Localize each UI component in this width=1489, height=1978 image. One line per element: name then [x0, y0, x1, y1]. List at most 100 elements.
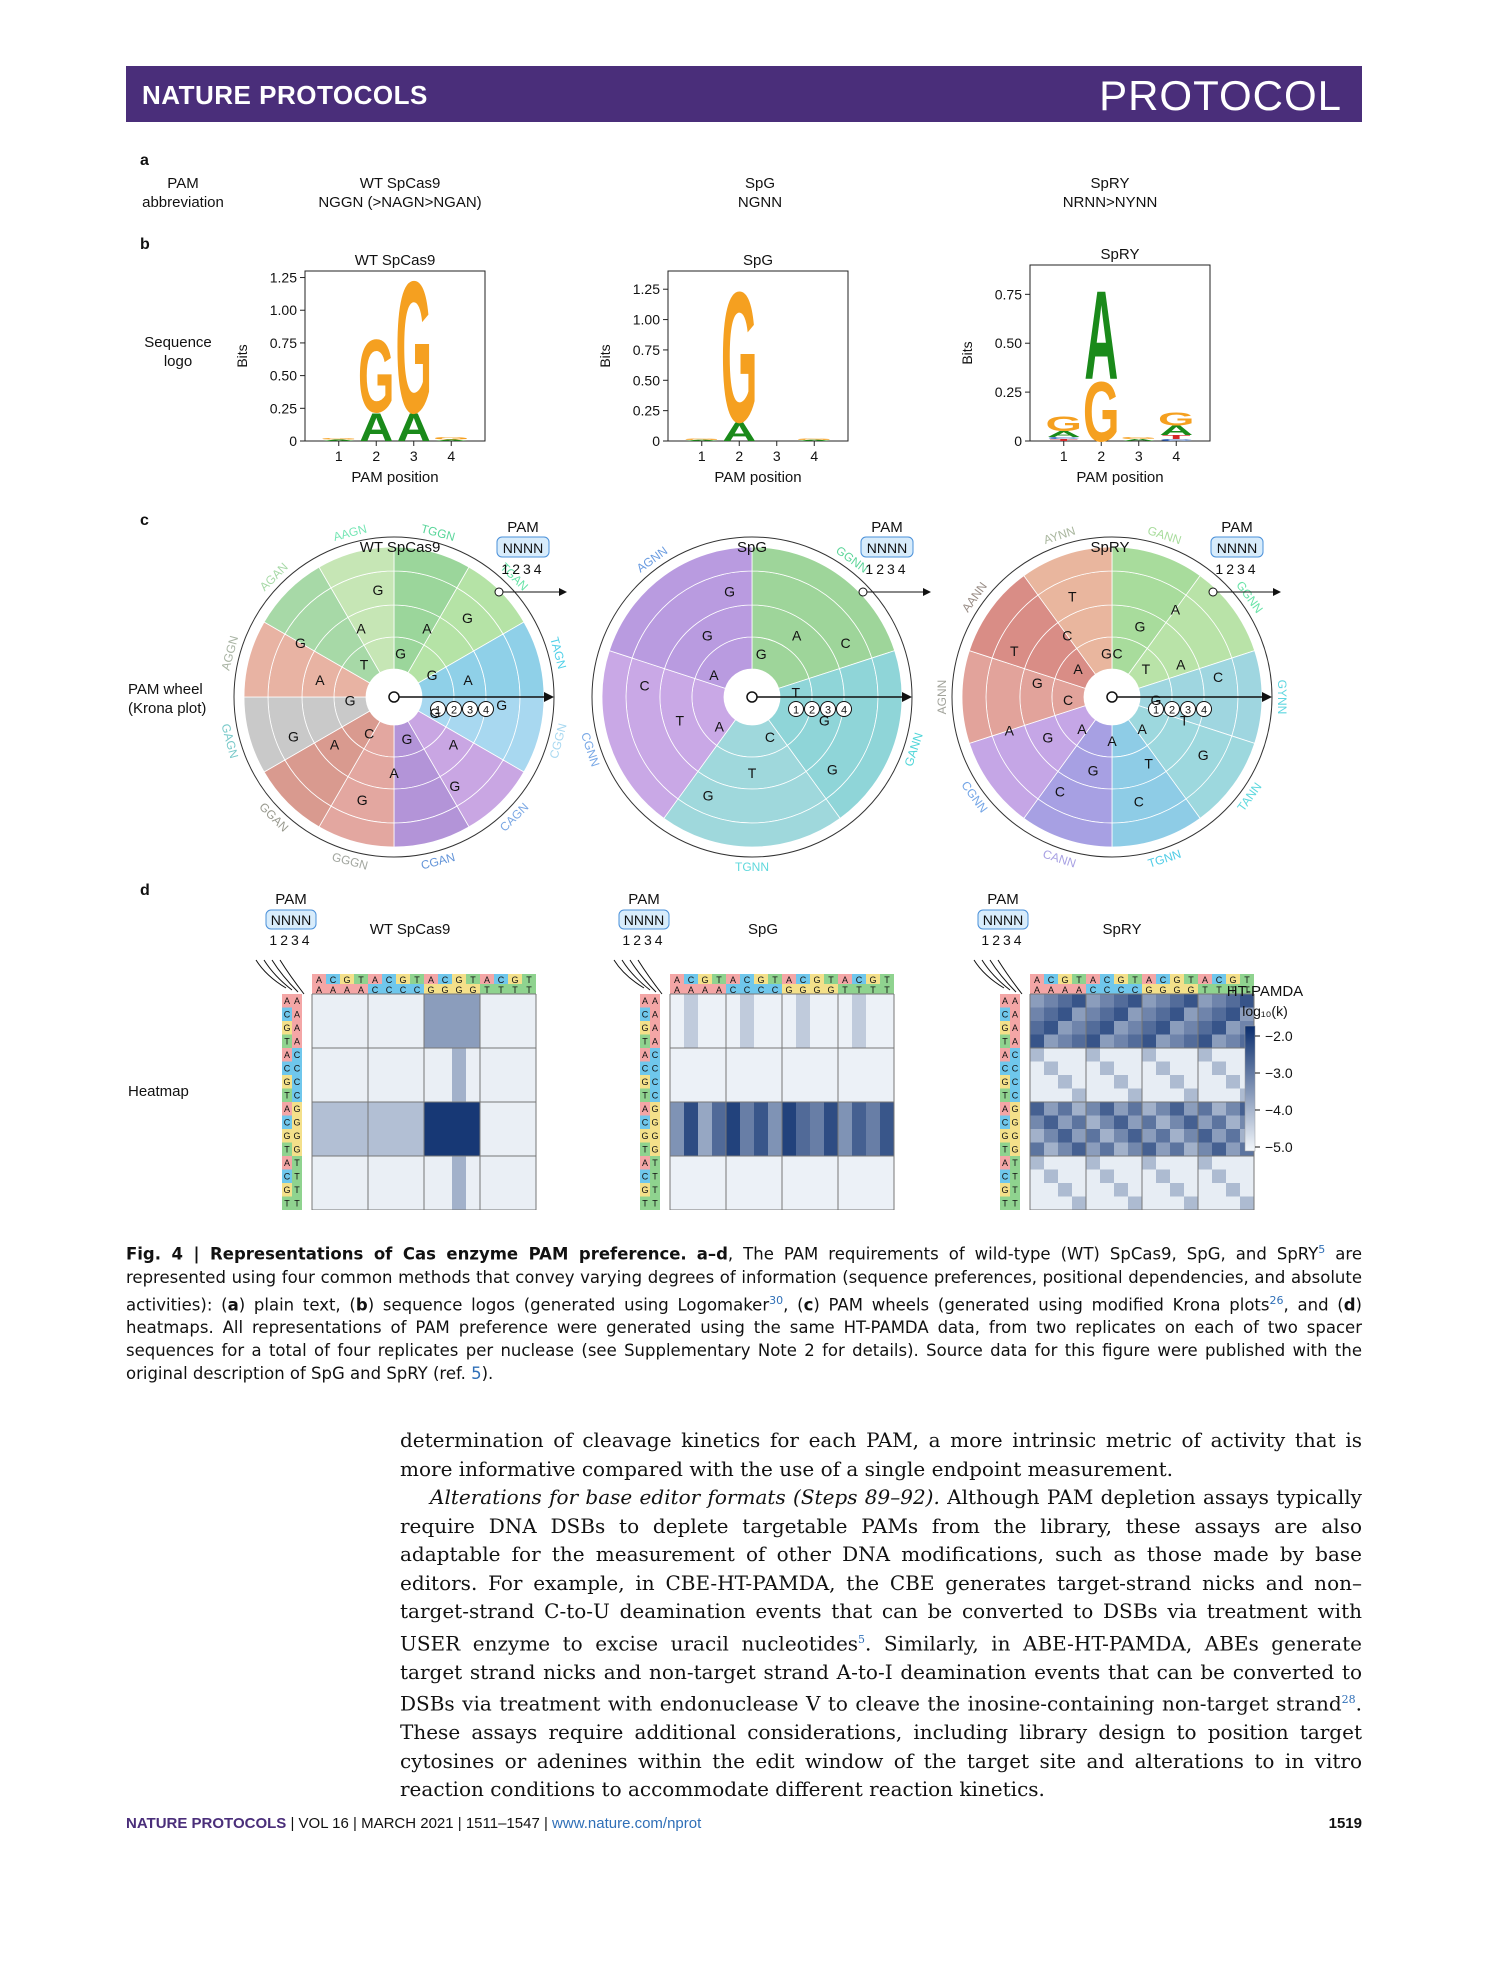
heatmap-cell: [1156, 1129, 1170, 1143]
outer-label: AANN: [959, 580, 990, 615]
heatmap-cell: [452, 1007, 466, 1021]
body-ref[interactable]: 28: [1341, 1693, 1356, 1707]
body-text-span: . These assays require additional consid…: [400, 1691, 1362, 1802]
outer-label: TANN: [1235, 780, 1265, 814]
heatmap-cell: [368, 1075, 382, 1089]
heatmap-cell: [1100, 994, 1114, 1008]
row-header-letter: A: [652, 1010, 658, 1020]
heatmap-cell: [340, 1156, 354, 1170]
row-header-cell: [650, 1129, 660, 1143]
heatmap-cell: [1114, 1156, 1128, 1170]
heatmap-cell: [1100, 1169, 1114, 1183]
col-header-letter: A: [1202, 975, 1208, 985]
outer-label: CGAN: [419, 850, 456, 872]
heatmap-cell: [396, 1115, 410, 1129]
heatmap-cell: [340, 1034, 354, 1048]
caption-ref[interactable]: 5: [1318, 1243, 1326, 1256]
footer-url[interactable]: www.nature.com/nprot: [552, 1815, 702, 1832]
panel-letter-d: d: [140, 882, 150, 899]
heatmap-cell: [1058, 1088, 1072, 1102]
heatmap-cell: [1030, 1034, 1044, 1048]
row-header-cell: [292, 1196, 302, 1210]
col-header-letter: G: [455, 985, 462, 995]
row-header-letter: C: [294, 1091, 301, 1101]
col-header-cell: [698, 974, 712, 984]
col-header-cell: [452, 984, 466, 994]
col-header-letter: C: [1118, 985, 1125, 995]
caption-ref[interactable]: 30: [769, 1293, 784, 1307]
heatmap-cell: [424, 1129, 438, 1143]
heatmap-cell: [466, 1088, 480, 1102]
caption-ref[interactable]: 26: [1269, 1293, 1284, 1307]
wheel-outer-ring: [951, 536, 1273, 858]
heatmap-cell: [466, 1075, 480, 1089]
row-header-cell: [640, 994, 650, 1008]
heatmap-cell: [880, 1021, 894, 1035]
heatmap-cell: [522, 1196, 536, 1210]
y-tick-label: 0.75: [270, 335, 297, 351]
heatmap-cell: [522, 1115, 536, 1129]
heatmap-cell: [438, 1061, 452, 1075]
row-header-cell: [282, 1115, 292, 1129]
heatmap-cell: [382, 1169, 396, 1183]
x-axis-label: PAM position: [351, 469, 438, 486]
heatmap-cell: [354, 1169, 368, 1183]
col-header-letter: A: [674, 985, 680, 995]
heatmap-cell: [340, 1196, 354, 1210]
col-header-letter: T: [526, 975, 532, 985]
ring-position-label: 1: [793, 705, 799, 717]
sector-letter: T: [1010, 643, 1019, 659]
row-header-cell: [1000, 1048, 1010, 1062]
logo-letter: A: [1084, 266, 1118, 406]
heatmap-cell: [424, 1007, 438, 1021]
col-header-letter: C: [400, 985, 407, 995]
caption-ref[interactable]: 5: [471, 1364, 482, 1383]
body-paragraph-2: Alterations for base editor formats (Ste…: [400, 1483, 1362, 1804]
col-header-letter: T: [512, 985, 518, 995]
heatmap-cell: [368, 1183, 382, 1197]
heatmap-cell: [740, 1061, 754, 1075]
body-ref[interactable]: 5: [858, 1632, 866, 1646]
wheel-sector: [318, 546, 395, 589]
ring-position-marker: [804, 701, 820, 717]
logo-letter: A: [797, 440, 831, 442]
heatmap-cell: [1128, 1061, 1142, 1075]
heatmap-cell: [754, 1021, 768, 1035]
col-header-cell: [796, 984, 810, 994]
heatmap-cell: [1072, 1034, 1086, 1048]
row-header-letter: G: [651, 1131, 658, 1141]
col-header-cell: [754, 984, 768, 994]
heatmap-cell: [382, 1129, 396, 1143]
heatmap-cell: [1030, 1048, 1044, 1062]
legend-colorbar: [1244, 1025, 1256, 1152]
logo-letter: A: [322, 439, 356, 441]
col-header-cell: [1184, 984, 1198, 994]
heatmap-cell: [1128, 994, 1142, 1008]
heatmap-cell: [810, 1048, 824, 1062]
heatmap-cell: [354, 1075, 368, 1089]
outer-label: AGGN: [218, 634, 241, 672]
pam-key-box: [977, 909, 1029, 930]
heatmap-cell: [1058, 1034, 1072, 1048]
row-header-cell: [1000, 1115, 1010, 1129]
footer-journal: NATURE PROTOCOLS: [126, 1815, 287, 1832]
heatmap-cell: [852, 1142, 866, 1156]
pam-abbrev-wt: NGGN (>NAGN>NGAN): [318, 194, 482, 211]
col-header-cell: [1226, 984, 1240, 994]
heatmap-cell: [712, 1007, 726, 1021]
heatmap-cell: [880, 1169, 894, 1183]
heatmap-cell: [340, 1169, 354, 1183]
heatmap-cell: [726, 1048, 740, 1062]
heatmap-cell: [698, 994, 712, 1008]
heatmap-cell: [494, 1034, 508, 1048]
col-header-cell: [768, 984, 782, 994]
pam-key-box: [265, 909, 317, 930]
col-header-letter: A: [688, 985, 694, 995]
row-header-letter: C: [294, 1064, 301, 1074]
heatmap-cell: [852, 1102, 866, 1116]
heatmap-cell: [852, 1115, 866, 1129]
heatmap-cell: [866, 1088, 880, 1102]
row-header-cell: [650, 1156, 660, 1170]
caption-letter: d: [1343, 1295, 1356, 1314]
caption-letter: c: [803, 1295, 814, 1314]
